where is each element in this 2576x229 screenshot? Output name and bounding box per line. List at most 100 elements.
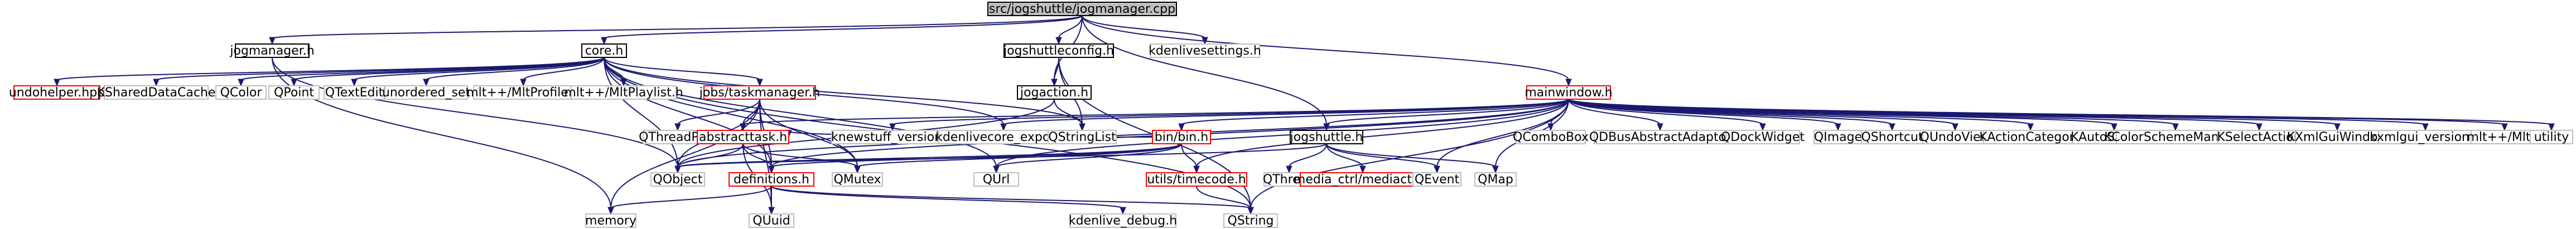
edge-jogshuttle_h-to-QMap: [1326, 143, 1499, 174]
node-jogshuttleconfig-h[interactable]: jogshuttleconfig.h: [1003, 43, 1114, 58]
node-QPoint[interactable]: QPoint: [268, 85, 320, 100]
node-label: QDBusAbstractAdaptor: [1589, 130, 1731, 144]
node-QMap[interactable]: QMap: [1474, 172, 1517, 187]
edge-definitions_h-to-kdenlive_debug_h: [771, 186, 1126, 215]
edge-line: [1326, 143, 1496, 168]
edge-line: [677, 99, 1569, 168]
node-box: [571, 85, 677, 100]
arrow-head: [1434, 165, 1440, 174]
node-QString[interactable]: QString: [1223, 213, 1278, 228]
node-label: QShortcut: [1861, 130, 1923, 144]
node-box: [1069, 213, 1176, 228]
node-QMutex[interactable]: QMutex: [832, 172, 883, 187]
arrow-head: [1359, 165, 1366, 174]
node-label: QUrl: [983, 173, 1010, 187]
node-jogaction-h[interactable]: jogaction.h: [1017, 85, 1092, 100]
node-jobs-taskmanager-h[interactable]: jobs/taskmanager.h: [699, 85, 821, 100]
node-memory[interactable]: memory: [585, 213, 636, 228]
edge-jogshuttle_h-to-media_ctrl_mediactrl_h: [1326, 143, 1366, 174]
node-mainwindow-h[interactable]: mainwindow.h: [1525, 85, 1613, 100]
node-media-ctrl-mediactrl-h[interactable]: media_ctrl/mediactrl.h: [1294, 172, 1432, 187]
node-QUrl[interactable]: QUrl: [973, 172, 1019, 187]
node-QImage[interactable]: QImage: [1813, 130, 1863, 144]
edge-bin_bin_h-to-QUrl: [993, 143, 1182, 174]
arrow-head: [607, 207, 614, 215]
edge-mainwindow_h-to-abstracttask_h: [740, 99, 1569, 131]
node-KSharedDataCache[interactable]: KSharedDataCache: [97, 85, 216, 100]
node-kdenlive-debug-h[interactable]: kdenlive_debug.h: [1069, 213, 1177, 228]
arrow-head: [1193, 165, 1200, 174]
node-box: [1223, 213, 1278, 228]
arrow-head: [291, 79, 297, 87]
edge-line: [759, 99, 858, 168]
node-undohelper-hpp[interactable]: undohelper.hpp: [9, 85, 105, 100]
node-core-h[interactable]: core.h: [581, 43, 627, 58]
node-KActionCategory[interactable]: KActionCategory: [1979, 130, 2082, 144]
node-QUndoView[interactable]: QUndoView: [1920, 130, 1991, 144]
node-box: [324, 85, 385, 100]
node-box: [729, 172, 814, 187]
node-box: [585, 213, 636, 228]
node-unordered-set[interactable]: unordered_set: [382, 85, 471, 100]
node-label: definitions.h: [734, 173, 809, 187]
node-bin-bin-h[interactable]: bin/bin.h: [1152, 130, 1211, 144]
arrow-head: [1178, 123, 1185, 131]
node-kdenlivesettings-h[interactable]: kdenlivesettings.h: [1149, 43, 1261, 58]
node-QDockWidget[interactable]: QDockWidget: [1721, 130, 1805, 144]
node-kxmlgui-version-h[interactable]: kxmlgui_version.h: [2370, 130, 2481, 144]
edge-line: [610, 186, 772, 209]
node-knewstuff-version-h[interactable]: knewstuff_version.h: [831, 130, 954, 144]
node-label: kxmlgui_version.h: [2370, 130, 2481, 144]
node-QEvent[interactable]: QEvent: [1412, 172, 1461, 187]
node-mlt-mltprofile[interactable]: mlt++/MltProfile.h: [466, 85, 580, 100]
edge-jogshuttle_h-to-QThread: [1286, 143, 1327, 174]
arrow-head: [756, 79, 763, 87]
node-jogmanager-h[interactable]: jogmanager.h: [229, 43, 315, 58]
arrow-head: [674, 165, 681, 174]
node-box: [1526, 85, 1611, 100]
node-KSelectAction[interactable]: KSelectAction: [2217, 130, 2302, 144]
node-label: unordered_set: [382, 86, 471, 100]
node-abstracttask-h[interactable]: abstracttask.h: [697, 130, 789, 144]
edge-line: [742, 99, 1569, 125]
node-jogshuttle-h[interactable]: jogshuttle.h: [1290, 130, 1363, 144]
arrow-head: [1492, 165, 1499, 174]
node-QShortcut[interactable]: QShortcut: [1861, 130, 1923, 144]
node-box: [697, 130, 789, 144]
node-QStringList[interactable]: QStringList: [1048, 130, 1117, 144]
node-label: QMutex: [833, 173, 881, 187]
node-definitions-h[interactable]: definitions.h: [729, 172, 814, 187]
node-label: media_ctrl/mediactrl.h: [1294, 173, 1432, 187]
node-utility[interactable]: utility: [2530, 130, 2573, 144]
edge-bin_bin_h-to-QObject: [674, 143, 1182, 174]
edge-line: [677, 143, 1327, 168]
node-utils-timecode-h[interactable]: utils/timecode.h: [1146, 172, 1247, 187]
node-QColor[interactable]: QColor: [215, 85, 267, 100]
edge-mainwindow_h-to-QUndoView: [1568, 99, 1958, 131]
node-KXmlGuiWindow[interactable]: KXmlGuiWindow: [2287, 130, 2388, 144]
node-QObject[interactable]: QObject: [650, 172, 705, 187]
node-QDBusAbstractAdaptor[interactable]: QDBusAbstractAdaptor: [1589, 130, 1731, 144]
node-QTextEdit[interactable]: QTextEdit: [324, 85, 385, 100]
node-box: [13, 85, 100, 100]
edge-line: [426, 57, 605, 81]
node-kdenlivecore-export-h[interactable]: kdenlivecore_export.h: [935, 130, 1072, 144]
edge-core_h-to-mlt_mltprofile: [520, 57, 605, 87]
node-label: src/jogshuttle/jogmanager.cpp: [989, 2, 1175, 16]
arrow-head: [1565, 79, 1572, 87]
node-root[interactable]: src/jogshuttle/jogmanager.cpp: [987, 2, 1177, 16]
edge-core_h-to-jobs_taskmanager_h: [604, 57, 763, 87]
node-QUuid[interactable]: QUuid: [749, 213, 794, 228]
edge-line: [742, 143, 772, 168]
edge-line: [996, 143, 1182, 168]
edge-line: [1568, 99, 1661, 125]
edge-bin_bin_h-to-utils_timecode_h: [1181, 143, 1200, 174]
arrow-head: [1051, 79, 1058, 87]
arrow-head: [740, 123, 746, 131]
node-QComboBox[interactable]: QComboBox: [1513, 130, 1589, 144]
edge-root-to-mainwindow_h: [1082, 15, 1572, 87]
edge-line: [604, 57, 772, 168]
node-label: undohelper.hpp: [9, 86, 105, 100]
node-mlt-mltplaylist[interactable]: mlt++/MltPlaylist.h: [564, 85, 683, 100]
node-label: jobs/taskmanager.h: [699, 86, 821, 100]
